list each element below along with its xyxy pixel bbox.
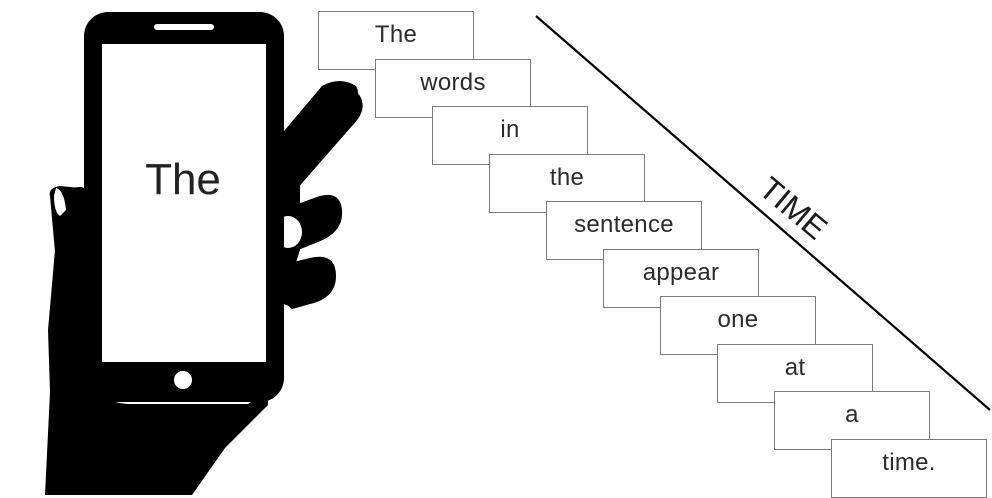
word-card-text: the <box>549 163 585 191</box>
word-card-text: The <box>374 21 418 48</box>
phone-speaker <box>154 24 214 30</box>
word-card-text: at <box>784 353 806 381</box>
word-card-text: a <box>845 401 859 428</box>
word-card-text: words <box>420 68 486 96</box>
finger-top <box>262 87 363 200</box>
word-card-text: in <box>500 116 520 143</box>
time-axis-line <box>535 15 991 411</box>
thumbnail <box>54 188 66 216</box>
phone-screen-word: The <box>145 155 221 204</box>
finger-ring <box>268 256 336 316</box>
word-card-text: sentence <box>574 211 674 238</box>
phone-screen <box>102 44 266 362</box>
word-card-text: time. <box>882 448 936 476</box>
word-card-text: appear <box>642 258 720 286</box>
word-card: time. <box>831 438 987 498</box>
word-card-text: one <box>717 306 759 333</box>
phone-home-button <box>174 371 192 389</box>
